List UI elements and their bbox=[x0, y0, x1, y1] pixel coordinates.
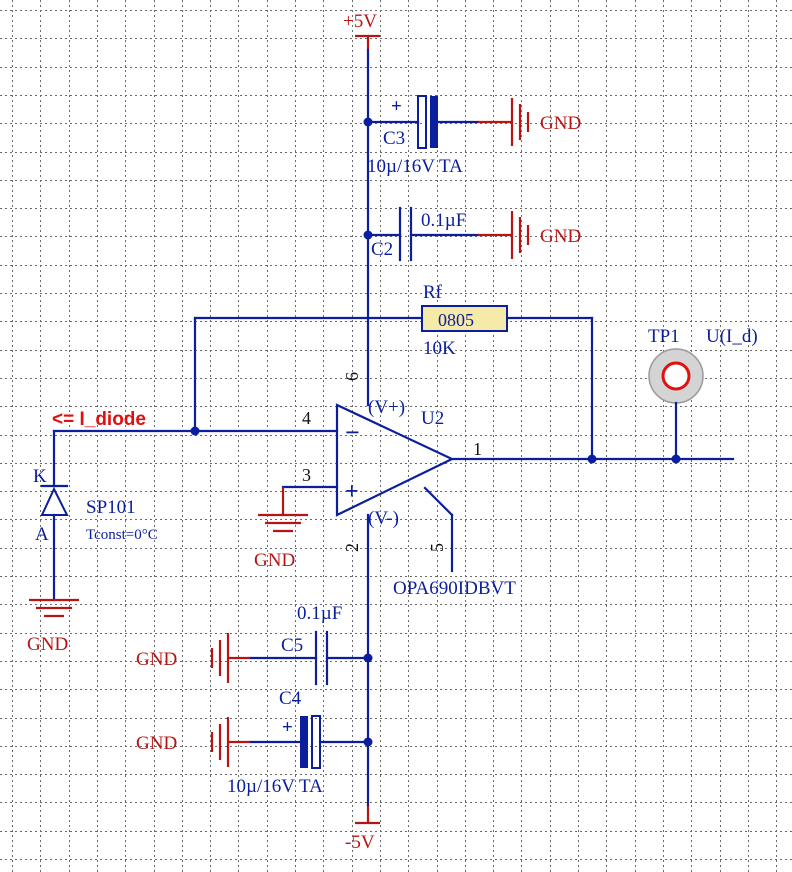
c4-polarity: + bbox=[282, 717, 293, 738]
vcc-pos-symbol: +5V bbox=[343, 11, 380, 50]
junction-dot bbox=[363, 230, 373, 240]
c5-value: 0.1µF bbox=[297, 603, 342, 624]
c2-value: 0.1µF bbox=[421, 210, 466, 231]
c4-value: 10µ/16V TA bbox=[227, 776, 323, 797]
gnd-label-diode: GND bbox=[27, 634, 68, 655]
diode-sp101[interactable]: K A SP101 Tconst=0°C bbox=[33, 429, 158, 602]
vcc-neg-symbol: -5V bbox=[345, 805, 380, 853]
rf-package: 0805 bbox=[438, 310, 474, 330]
junction-dot bbox=[190, 426, 200, 436]
junction-dot bbox=[587, 454, 597, 464]
pin-5-number: 5 bbox=[427, 543, 447, 552]
u2-minus-sign: − bbox=[345, 418, 360, 447]
pin-1-number: 1 bbox=[473, 439, 482, 459]
rf-ref: Rf bbox=[423, 282, 443, 303]
c3-value: 10µ/16V TA bbox=[367, 156, 463, 177]
resistor-rf[interactable]: 0805 Rf 10K bbox=[193, 282, 594, 359]
pin-3-number: 3 bbox=[302, 465, 311, 485]
gnd-symbol-c2: GND bbox=[478, 211, 581, 259]
gnd-label-c3: GND bbox=[540, 113, 581, 134]
c2-ref: C2 bbox=[371, 239, 393, 260]
pin-4-number: 4 bbox=[302, 408, 311, 428]
junction-dot bbox=[363, 117, 373, 127]
junction-dot bbox=[363, 737, 373, 747]
tp1-ref: TP1 bbox=[648, 326, 680, 347]
capacitor-c5[interactable]: 0.1µF C5 bbox=[248, 603, 370, 686]
capacitor-c3[interactable]: + C3 10µ/16V TA bbox=[366, 95, 480, 177]
rf-value: 10K bbox=[423, 338, 456, 359]
diode-cathode-label: K bbox=[33, 466, 47, 487]
gnd-symbol-c5: GND bbox=[136, 633, 250, 683]
test-point-tp1[interactable]: TP1 U(I_d) bbox=[648, 326, 758, 461]
diode-anode-label: A bbox=[35, 524, 49, 545]
u2-ref: U2 bbox=[421, 408, 444, 429]
gnd-symbol-diode: GND bbox=[27, 598, 79, 655]
diode-ref: SP101 bbox=[86, 497, 136, 518]
c3-polarity: + bbox=[391, 96, 402, 117]
pin-6-number: 6 bbox=[342, 372, 362, 381]
net-label-i-diode: <= I_diode bbox=[52, 409, 146, 430]
pin-2-number: 2 bbox=[342, 543, 362, 552]
capacitor-c4[interactable]: + C4 10µ/16V TA bbox=[227, 688, 370, 797]
capacitor-c2[interactable]: 0.1µF C2 bbox=[366, 206, 480, 262]
u2-vpos-label: (V+) bbox=[368, 397, 405, 418]
gnd-label-c4: GND bbox=[136, 733, 177, 754]
vcc-pos-label: +5V bbox=[343, 11, 377, 32]
gnd-label-c2: GND bbox=[540, 226, 581, 247]
c3-ref: C3 bbox=[383, 128, 405, 149]
junction-dot bbox=[363, 653, 373, 663]
c5-ref: C5 bbox=[281, 635, 303, 656]
u2-part: OPA690IDBVT bbox=[393, 578, 516, 599]
u2-vneg-label: (V-) bbox=[368, 508, 399, 529]
junction-dot bbox=[671, 454, 681, 464]
gnd-symbol-c4: GND bbox=[136, 717, 250, 767]
diode-param: Tconst=0°C bbox=[86, 527, 158, 543]
opamp-u2[interactable]: − + (V+) (V-) U2 OPA690IDBVT bbox=[335, 397, 516, 599]
tp1-net: U(I_d) bbox=[706, 326, 758, 347]
gnd-label-u2: GND bbox=[254, 550, 295, 571]
gnd-label-c5: GND bbox=[136, 649, 177, 670]
c4-ref: C4 bbox=[279, 688, 302, 709]
gnd-symbol-u2: GND bbox=[254, 487, 308, 571]
u2-plus-sign: + bbox=[345, 479, 359, 505]
gnd-symbol-c3: GND bbox=[478, 98, 581, 146]
vcc-neg-label: -5V bbox=[345, 832, 375, 853]
